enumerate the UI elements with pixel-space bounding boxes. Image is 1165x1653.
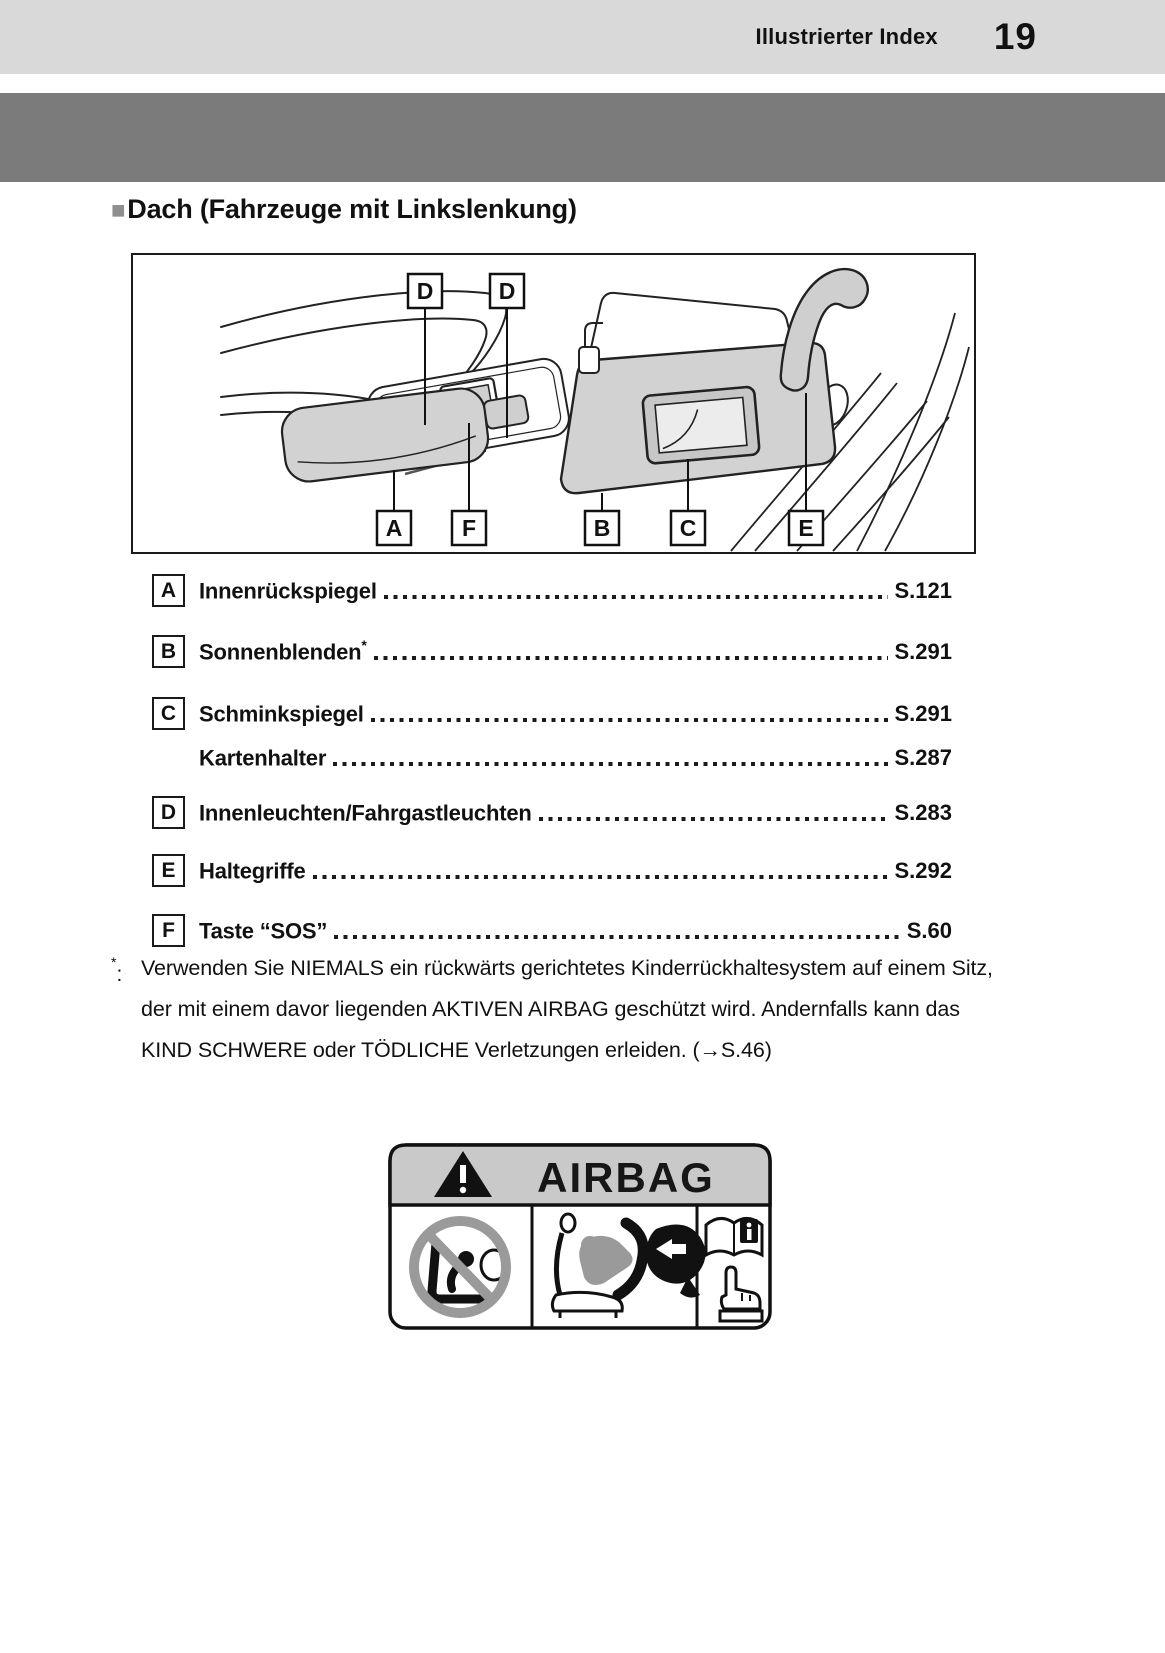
header-section-title: Illustrierter Index bbox=[755, 24, 938, 49]
callout-letter-d2: D bbox=[499, 278, 516, 304]
callout-key-box: C bbox=[152, 697, 185, 730]
index-row: F Taste “SOS” S.60 bbox=[152, 913, 952, 947]
grab-handle-shape bbox=[779, 267, 869, 392]
dotted-leader bbox=[333, 762, 888, 766]
callout-letter-b: B bbox=[594, 515, 611, 541]
rearview-mirror-shape bbox=[280, 387, 490, 483]
dotted-leader bbox=[373, 656, 888, 660]
page-reference: S.121 bbox=[894, 578, 953, 603]
callout-letter-d1: D bbox=[417, 278, 434, 304]
illustrated-index-list: A Innenrückspiegel S.121 B Sonnenblenden… bbox=[152, 573, 952, 947]
callout-letter-e: E bbox=[798, 515, 813, 541]
index-row: B Sonnenblenden* S.291 bbox=[152, 634, 952, 668]
page-reference: S.287 bbox=[894, 745, 953, 770]
airbag-warning-label: AIRBAG bbox=[388, 1143, 772, 1330]
page-reference: S.292 bbox=[894, 858, 953, 883]
index-label: Innenleuchten/Fahrgastleuchten bbox=[199, 800, 532, 825]
roof-diagram-art: D D A F B C E bbox=[220, 267, 970, 552]
callout-key-box: E bbox=[152, 854, 185, 887]
index-label: Kartenhalter bbox=[199, 745, 327, 770]
warning-triangle-icon bbox=[434, 1151, 492, 1197]
callout-letter-a: A bbox=[386, 515, 403, 541]
roof-diagram: D D A F B C E bbox=[131, 253, 976, 554]
page-reference: S.283 bbox=[894, 800, 953, 825]
index-row: Kartenhalter S.287 bbox=[152, 740, 952, 774]
section-heading-text: Dach (Fahrzeuge mit Linkslenkung) bbox=[127, 194, 577, 224]
index-row: C Schminkspiegel S.291 bbox=[152, 696, 952, 730]
footnote-marker: *: bbox=[111, 954, 123, 986]
callout-key-box: F bbox=[152, 914, 185, 947]
vanity-mirror-shape bbox=[641, 385, 761, 465]
index-label: Innenrückspiegel bbox=[199, 578, 377, 603]
callout-key-box: B bbox=[152, 635, 185, 668]
dotted-leader bbox=[383, 595, 888, 599]
footnote-line: Verwenden Sie NIEMALS ein rückwärts geri… bbox=[141, 956, 993, 980]
pointing-hand-icon bbox=[718, 1265, 764, 1323]
footnote-line: KIND SCHWERE oder TÖDLICHE Verletzungen … bbox=[141, 1038, 772, 1062]
no-rear-facing-child-seat-icon bbox=[409, 1216, 511, 1318]
index-row: E Haltegriffe S.292 bbox=[152, 853, 952, 887]
manual-book-icon bbox=[704, 1217, 764, 1258]
footnote-asterisk: * bbox=[361, 636, 367, 653]
callout-letter-c: C bbox=[680, 515, 697, 541]
page-reference: S.60 bbox=[906, 918, 952, 943]
visor-pivot-bracket bbox=[578, 322, 603, 374]
index-label: Taste “SOS” bbox=[199, 918, 328, 943]
airbag-deploy-icon bbox=[550, 1212, 706, 1318]
index-label: Schminkspiegel bbox=[199, 701, 364, 726]
chapter-banner bbox=[0, 93, 1165, 182]
index-label: Sonnenblenden bbox=[199, 639, 362, 664]
callout-key-box: D bbox=[152, 796, 185, 829]
index-label: Haltegriffe bbox=[199, 858, 306, 883]
section-heading: ■Dach (Fahrzeuge mit Linkslenkung) bbox=[111, 194, 577, 225]
dotted-leader bbox=[370, 718, 888, 722]
page-reference: S.291 bbox=[894, 701, 953, 726]
airbag-footnote: *: Verwenden Sie NIEMALS ein rückwärts g… bbox=[111, 948, 1061, 1071]
dotted-leader bbox=[312, 875, 888, 879]
callout-key-box: A bbox=[152, 574, 185, 607]
airbag-label-art: AIRBAG bbox=[388, 1143, 772, 1330]
callout-lines bbox=[393, 308, 807, 511]
callout-boxes bbox=[375, 272, 825, 547]
page-reference: S.291 bbox=[894, 639, 953, 664]
index-row: A Innenrückspiegel S.121 bbox=[152, 573, 952, 607]
footnote-line: der mit einem davor liegenden AKTIVEN AI… bbox=[141, 997, 960, 1021]
footnote-text: Verwenden Sie NIEMALS ein rückwärts geri… bbox=[141, 948, 993, 1071]
page-header-bar: Illustrierter Index 19 bbox=[0, 0, 1165, 74]
callout-letter-f: F bbox=[462, 515, 476, 541]
header-page-number: 19 bbox=[993, 16, 1037, 57]
square-bullet-icon: ■ bbox=[111, 197, 126, 224]
dotted-leader bbox=[334, 935, 900, 939]
airbag-label-title: AIRBAG bbox=[537, 1154, 715, 1201]
index-row: D Innenleuchten/Fahrgastleuchten S.283 bbox=[152, 795, 952, 829]
dotted-leader bbox=[538, 817, 888, 821]
